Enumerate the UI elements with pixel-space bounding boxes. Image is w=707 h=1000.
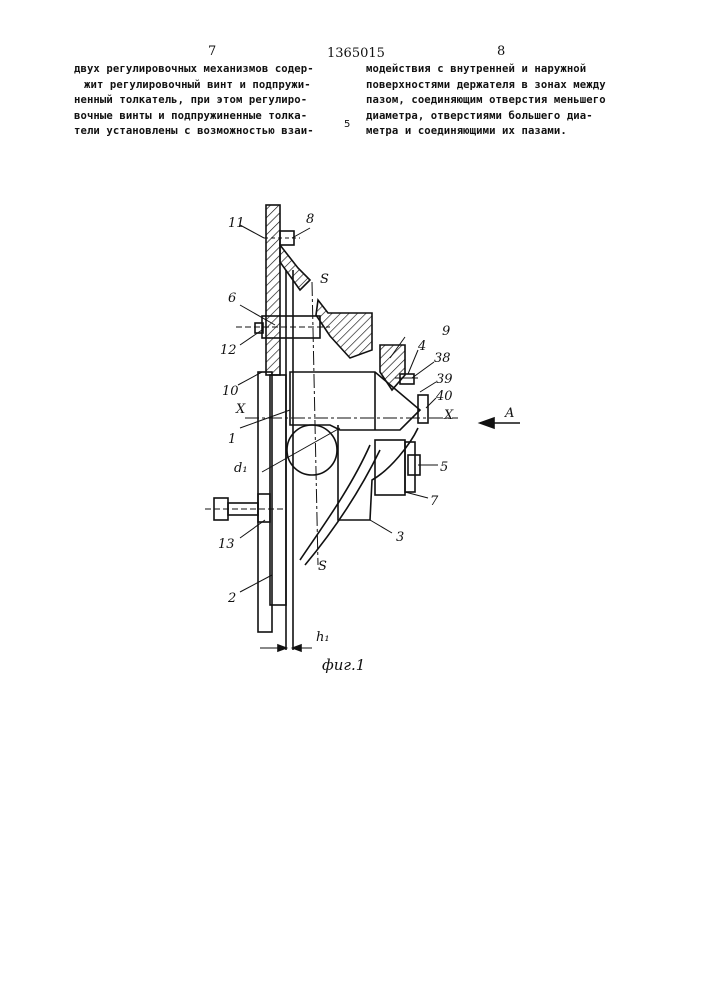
label-7: 7: [430, 494, 439, 509]
label-4: 4: [417, 339, 426, 354]
label-10: 10: [222, 384, 239, 399]
label-11: 11: [228, 216, 245, 231]
label-s-top: S: [320, 272, 329, 287]
label-x-left: X: [235, 402, 246, 417]
label-3: 3: [396, 530, 404, 545]
label-5: 5: [440, 460, 448, 475]
label-6: 6: [228, 291, 236, 306]
label-39: 39: [436, 372, 453, 387]
label-13: 13: [218, 537, 235, 552]
label-38: 38: [434, 351, 451, 366]
label-s-bottom: S: [318, 559, 327, 574]
label-d1: d₁: [234, 461, 248, 476]
label-x-right: X: [443, 408, 454, 423]
figure-caption: фиг.1: [322, 656, 365, 674]
label-9: 9: [442, 324, 450, 339]
label-12: 12: [220, 343, 237, 358]
label-40: 40: [435, 389, 453, 404]
label-8: 8: [306, 212, 314, 227]
label-2: 2: [227, 591, 236, 606]
label-h1: h₁: [316, 630, 330, 645]
label-arrow-a: A: [504, 406, 514, 421]
label-1: 1: [228, 432, 236, 447]
